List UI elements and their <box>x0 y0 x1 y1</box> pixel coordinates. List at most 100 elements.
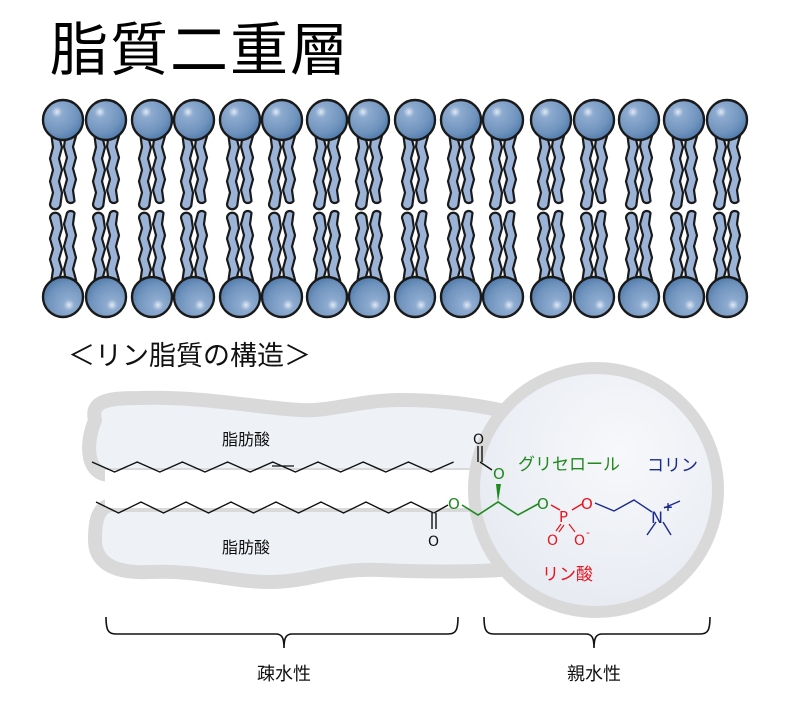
fatty-acid-tail <box>193 134 209 205</box>
phospholipid-inner <box>439 209 483 319</box>
phospholipid-inner <box>218 209 262 319</box>
hydrophobic-region-blob <box>82 390 507 589</box>
bond-p-o-minus <box>568 523 576 533</box>
atom-phosphorus: P <box>559 508 568 526</box>
fatty-acid-tail <box>683 134 699 205</box>
stereo-wedge-bond <box>496 484 501 502</box>
phospholipid-inner <box>393 209 437 319</box>
phospholipid-outer <box>260 98 304 211</box>
fatty-acid-tail <box>624 134 640 211</box>
polar-head <box>529 275 573 319</box>
atom-phosphate-o-minus: O <box>574 533 585 549</box>
fatty-acid-tail <box>712 211 728 282</box>
fatty-acid-tail <box>669 134 685 211</box>
ester-bond-top <box>479 461 493 471</box>
polar-head <box>529 98 573 142</box>
polar-head <box>572 98 616 142</box>
fatty-acid-tail <box>151 209 167 282</box>
fatty-acid-label-top: 脂肪酸 <box>222 430 270 449</box>
fatty-acid-tail <box>638 209 654 282</box>
fatty-acid-chain-top <box>91 461 454 473</box>
diagram-title: 脂質二重層 <box>50 16 351 84</box>
fatty-acid-tail <box>368 209 384 282</box>
fatty-acid-tail <box>225 134 241 211</box>
fatty-acid-tail <box>225 211 241 282</box>
fatty-acid-tail <box>91 134 107 211</box>
polar-head <box>305 98 349 142</box>
fatty-acid-tail <box>62 209 78 282</box>
fatty-acid-tail <box>62 134 78 205</box>
phospholipid-outer <box>347 98 391 211</box>
polar-head <box>617 275 661 319</box>
fatty-acid-tail <box>550 209 566 282</box>
fatty-acid-label-bottom: 脂肪酸 <box>222 538 270 557</box>
phospholipid-outer <box>172 98 216 211</box>
phospholipid-inner <box>481 209 525 319</box>
fatty-acid-tail <box>193 209 209 282</box>
fatty-acid-tail <box>414 134 430 205</box>
fatty-acid-tail <box>502 134 518 205</box>
polar-head <box>172 98 216 142</box>
phospholipid-outer <box>41 98 85 211</box>
phospholipid-inner <box>172 209 216 319</box>
polar-head <box>130 275 174 319</box>
lipid-bilayer <box>41 98 749 319</box>
ester-bond-bottom <box>433 504 449 514</box>
fatty-acid-tail <box>400 211 416 282</box>
polar-head <box>617 98 661 142</box>
fatty-acid-tail <box>446 211 462 282</box>
phospholipid-inner <box>662 209 706 319</box>
outer-leaflet <box>41 98 749 211</box>
hydrophilic-label: 親水性 <box>567 664 621 685</box>
phospholipid-inner <box>572 209 616 319</box>
polar-head <box>305 275 349 319</box>
fatty-acid-tail <box>354 134 370 211</box>
fatty-acid-tail <box>179 134 195 211</box>
polar-head <box>393 98 437 142</box>
fatty-acid-tail <box>48 134 64 211</box>
bond-o-p <box>550 504 561 511</box>
structure-subtitle: ＜リン脂質の構造＞ <box>68 341 311 372</box>
bond-p-double-o-b <box>558 524 565 533</box>
fatty-acid-tail <box>726 134 742 205</box>
fatty-acid-tail <box>91 211 107 282</box>
polar-head <box>439 98 483 142</box>
fatty-acid-tail <box>239 209 255 282</box>
fatty-acid-tail <box>488 134 504 211</box>
fatty-acid-tail <box>105 134 121 205</box>
phospholipid-inner <box>260 209 304 319</box>
polar-head <box>439 275 483 319</box>
choline-chain <box>594 499 681 536</box>
fatty-acid-blob-bottom <box>88 498 507 589</box>
phosphate-label: リン酸 <box>542 565 593 585</box>
fatty-acid-tail <box>536 134 552 211</box>
phospholipid-inner <box>84 209 128 319</box>
fatty-acid-tail <box>414 209 430 282</box>
fatty-acid-tail <box>239 134 255 205</box>
fatty-acid-tail <box>550 134 566 205</box>
fatty-acid-tail <box>137 211 153 282</box>
fatty-acid-tail <box>400 134 416 211</box>
phospholipid-inner <box>130 209 174 319</box>
fatty-acid-tail <box>326 209 342 282</box>
phospholipid-inner <box>347 209 391 319</box>
fatty-acid-tail <box>267 134 283 211</box>
glycerol-label: グリセロール <box>518 455 620 475</box>
phospholipid-outer <box>572 98 616 211</box>
fatty-acid-tail <box>712 134 728 211</box>
phospholipid-inner <box>305 209 349 319</box>
phospholipid-outer <box>218 98 262 211</box>
polar-head <box>662 275 706 319</box>
phospholipid-outer <box>305 98 349 211</box>
fatty-acid-tail <box>683 209 699 282</box>
phospholipid-outer <box>617 98 661 211</box>
fatty-acid-tail <box>593 209 609 282</box>
polar-head <box>172 275 216 319</box>
phospholipid-outer <box>705 98 749 211</box>
fatty-acid-tail <box>726 209 742 282</box>
fatty-acid-tail <box>105 209 121 282</box>
fatty-acid-tail <box>669 211 685 282</box>
polar-head <box>41 275 85 319</box>
polar-head <box>84 98 128 142</box>
